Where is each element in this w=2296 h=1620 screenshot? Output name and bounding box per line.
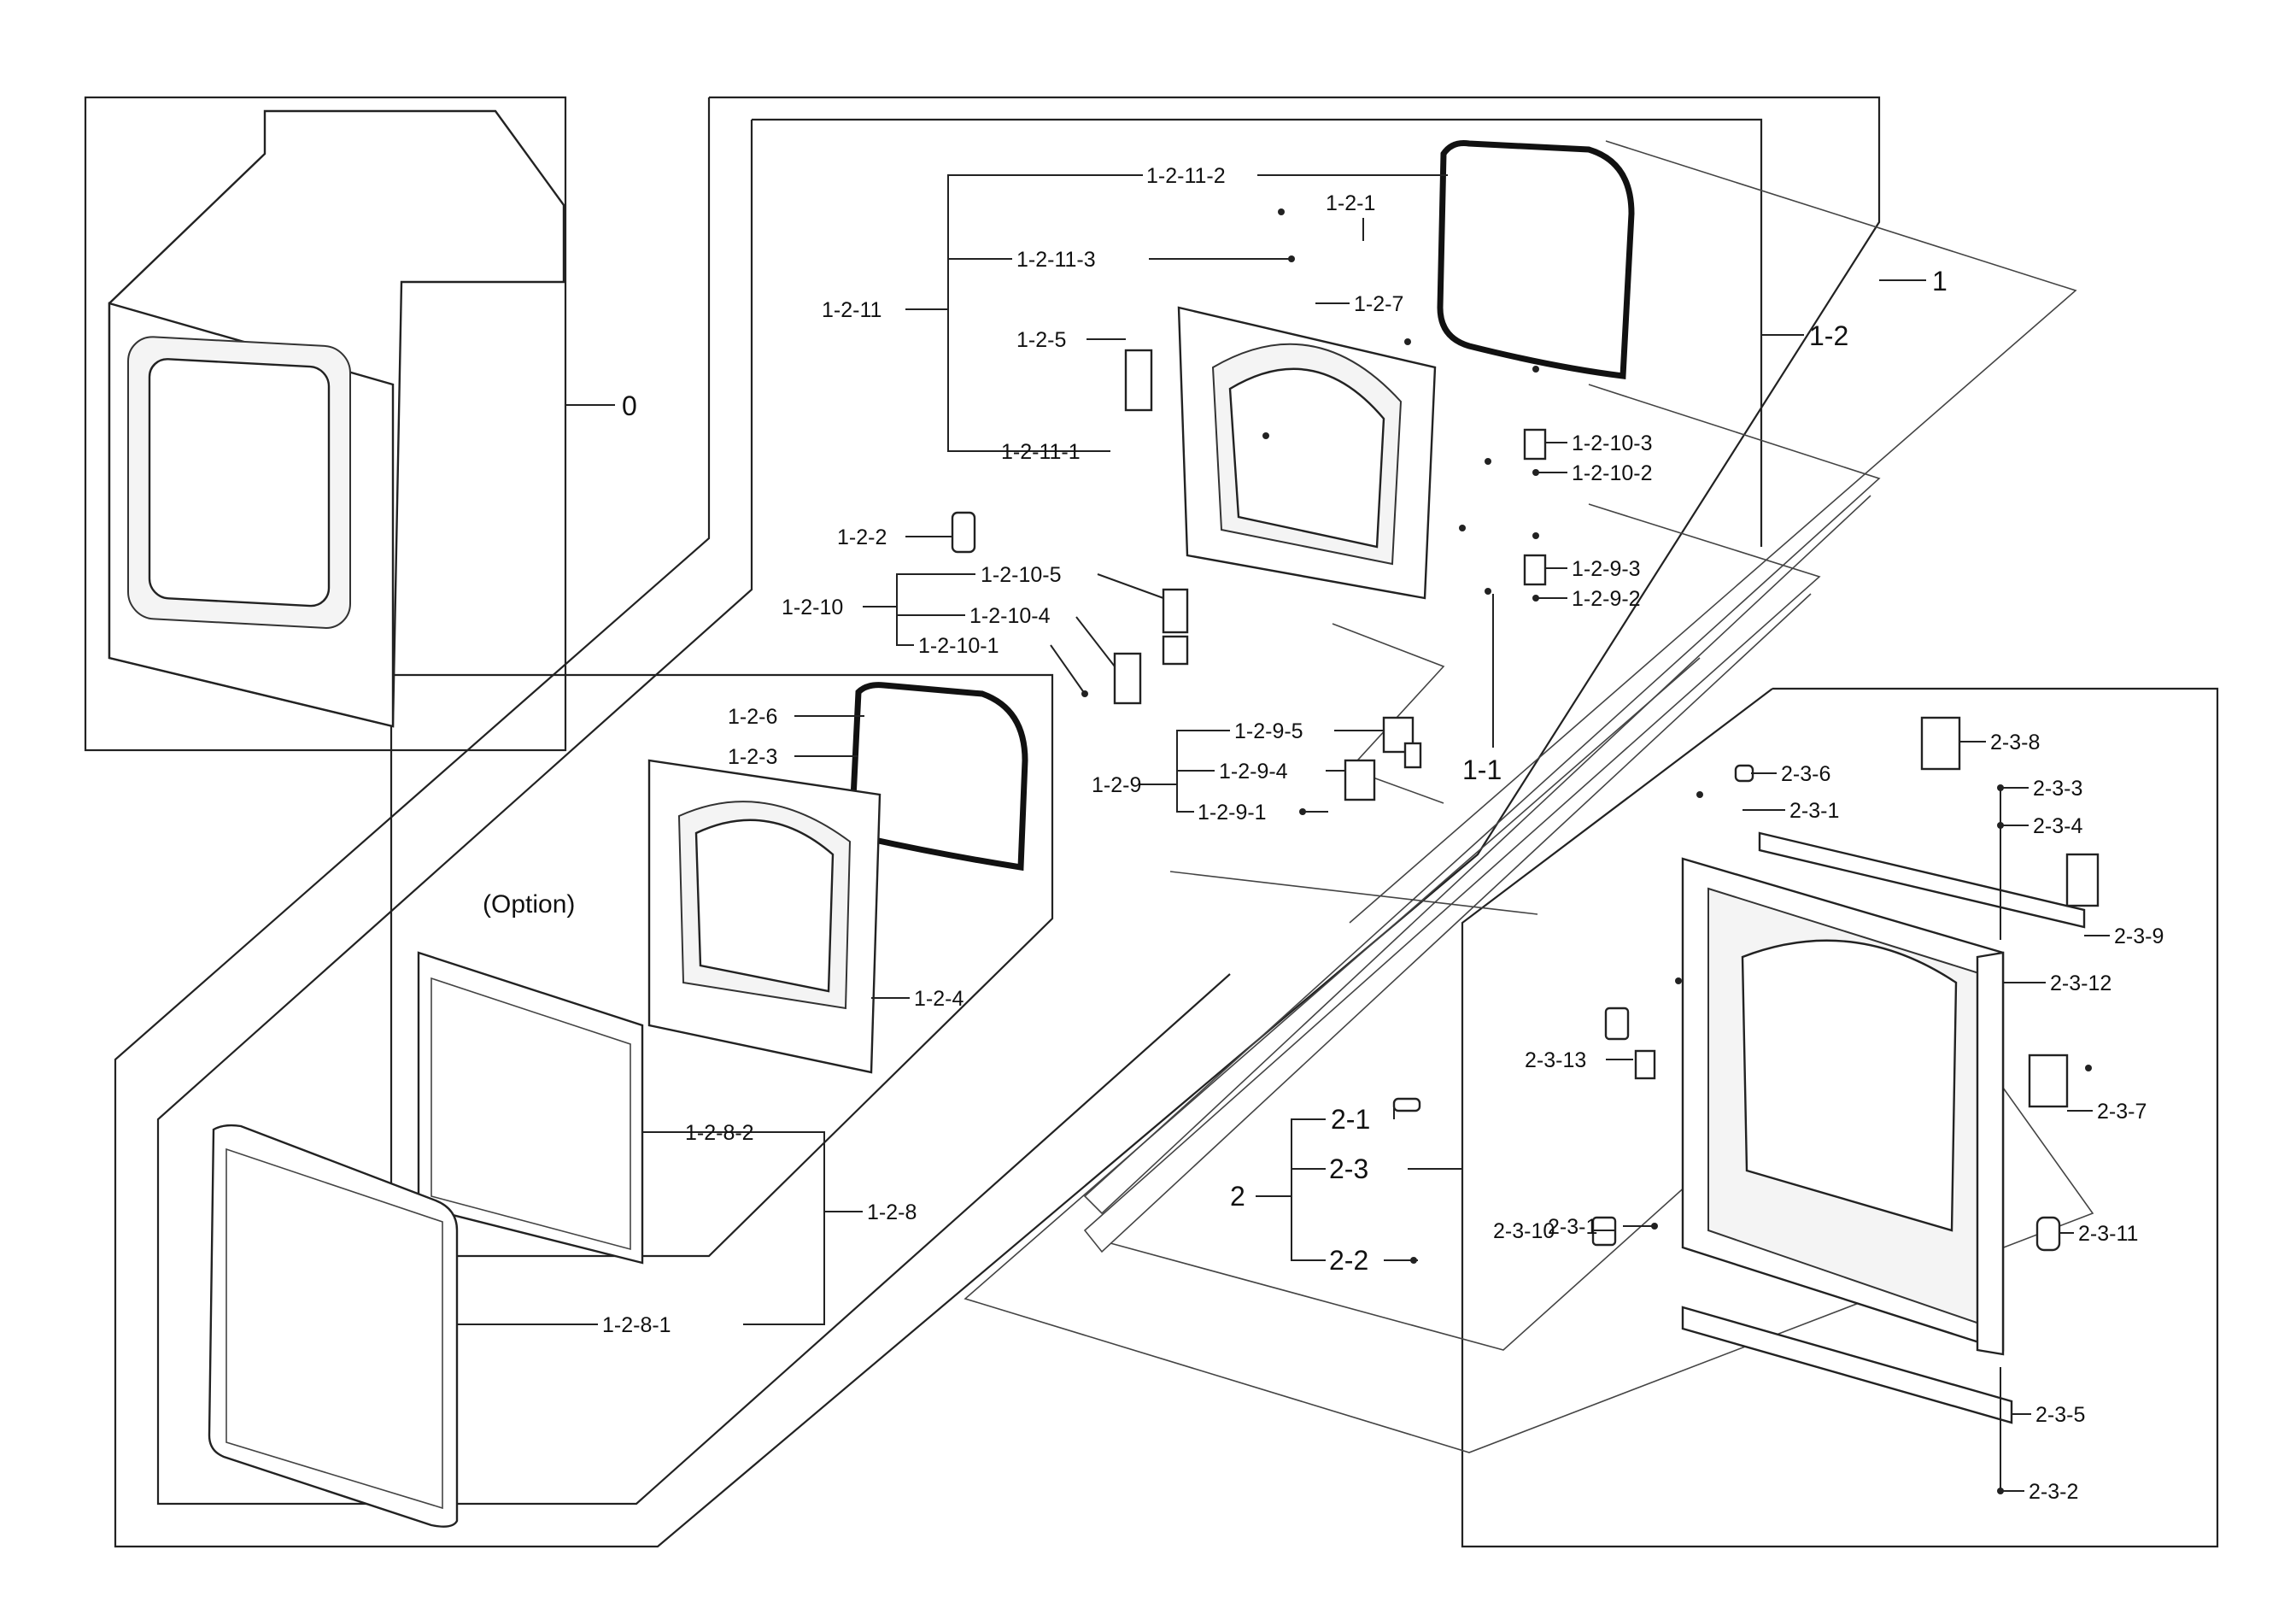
label-1-2-9-1: 1-2-9-1 xyxy=(1198,801,1267,825)
label-1-2-10-4: 1-2-10-4 xyxy=(969,604,1051,628)
label-2-3-5: 2-3-5 xyxy=(2035,1403,2085,1427)
label-1-2-5: 1-2-5 xyxy=(1016,328,1066,352)
label-2-2: 2-2 xyxy=(1329,1245,1368,1276)
door-glass-1-2-8-1 xyxy=(208,1124,459,1528)
label-1-2-8-2: 1-2-8-2 xyxy=(685,1121,754,1145)
frame-assembly-1-2 xyxy=(156,118,1763,1506)
label-1-2-11-1: 1-2-11-1 xyxy=(1001,440,1081,464)
label-2-3: 2-3 xyxy=(1329,1153,1368,1184)
plug-2-3-11 xyxy=(2035,1216,2061,1252)
label-1-1: 1-1 xyxy=(1462,754,1502,785)
label-1-2-11: 1-2-11 xyxy=(822,298,882,322)
explode-guide-lines xyxy=(964,140,2094,1453)
label-1-2-11-3: 1-2-11-3 xyxy=(1016,248,1096,272)
label-2: 2 xyxy=(1230,1181,1245,1212)
hinge-bracket-1-2-5 xyxy=(1124,349,1153,412)
screw-2-1 xyxy=(1392,1097,1421,1112)
label-1-2-8: 1-2-8 xyxy=(867,1200,917,1224)
label-1-2-9-2: 1-2-9-2 xyxy=(1572,587,1641,611)
label-2-3-13: 2-3-13 xyxy=(1525,1048,1586,1072)
dryer-cabinet-part xyxy=(108,109,565,728)
inner-door-frame-part xyxy=(1177,306,1437,600)
cap-2-3-6 xyxy=(1734,764,1754,783)
leader-lines xyxy=(457,174,2110,1492)
hinge-2-3-8 xyxy=(1920,716,1961,771)
pad-2-3-13 xyxy=(1604,1007,1656,1080)
door-gasket-1-2-11-2 xyxy=(1437,140,1635,379)
label-1-2-6: 1-2-6 xyxy=(728,705,777,729)
label-1-2-9-5: 1-2-9-5 xyxy=(1234,719,1303,743)
label-2-3-1b: 2-3-1 xyxy=(1548,1215,1597,1239)
label-1-2: 1-2 xyxy=(1809,320,1848,351)
label-1-2-9-3: 1-2-9-3 xyxy=(1572,557,1641,581)
label-2-3-4: 2-3-4 xyxy=(2033,814,2082,838)
label-1-2-9: 1-2-9 xyxy=(1092,773,1141,797)
hinge-set-1-2-9 xyxy=(1344,716,1422,801)
label-1: 1 xyxy=(1932,266,1948,296)
frame-main-assembly xyxy=(114,96,1881,1548)
label-1-2-11-2: 1-2-11-2 xyxy=(1146,164,1226,188)
label-1-2-1: 1-2-1 xyxy=(1326,191,1375,215)
top-rail-2-3-9 xyxy=(1758,831,2086,929)
label-2-3-3: 2-3-3 xyxy=(2033,777,2082,801)
label-2-3-11: 2-3-11 xyxy=(2078,1222,2138,1246)
label-1-2-10: 1-2-10 xyxy=(782,596,843,619)
label-2-3-7: 2-3-7 xyxy=(2097,1100,2147,1124)
label-0: 0 xyxy=(622,390,637,421)
label-1-2-4: 1-2-4 xyxy=(914,987,964,1011)
bottom-trim-2-3-5 xyxy=(1681,1306,2013,1424)
hinge-set-1-2-10 xyxy=(1113,588,1189,705)
label-2-3-2: 2-3-2 xyxy=(2029,1480,2078,1504)
frame-assembly-0 xyxy=(84,96,567,752)
label-2-3-8: 2-3-8 xyxy=(1990,731,2040,754)
label-2-3-9: 2-3-9 xyxy=(2114,924,2164,948)
label-1-2-10-1: 1-2-10-1 xyxy=(918,634,999,658)
label-1-2-10-3: 1-2-10-3 xyxy=(1572,431,1653,455)
fastener-dots xyxy=(1081,208,2092,1494)
hinge-pins-1-2-10-3 xyxy=(1523,428,1547,586)
side-strip-2-3-12 xyxy=(1976,951,2005,1356)
label-1-2-8-1: 1-2-8-1 xyxy=(602,1313,671,1337)
part-labels: 0 1 1-1 1-2 1-2-11-2 1-2-1 1-2-11-3 1-2-… xyxy=(483,164,2164,1504)
label-2-3-6: 2-3-6 xyxy=(1781,762,1830,786)
label-1-2-3: 1-2-3 xyxy=(728,745,777,769)
hinge-2-3-7 xyxy=(2028,1054,2069,1108)
label-2-3-12: 2-3-12 xyxy=(2050,971,2112,995)
hinge-1-2-2 xyxy=(951,511,976,554)
label-1-2-10-5: 1-2-10-5 xyxy=(981,563,1062,587)
label-1-2-10-2: 1-2-10-2 xyxy=(1572,461,1653,485)
option-inner-frame-1-2-4 xyxy=(647,759,882,1074)
label-1-2-9-4: 1-2-9-4 xyxy=(1219,760,1288,784)
label-1-2-7: 1-2-7 xyxy=(1354,292,1403,316)
label-2-1: 2-1 xyxy=(1331,1104,1370,1135)
label-2-3-10: 2-3-10 xyxy=(1493,1219,1555,1243)
label-2-3-1a: 2-3-1 xyxy=(1789,799,1839,823)
option-note: (Option) xyxy=(483,890,575,919)
frame-assembly-2 xyxy=(1461,687,2219,1548)
outer-door-panel-2-3 xyxy=(1681,857,2005,1352)
label-1-2-2: 1-2-2 xyxy=(837,525,887,549)
hinge-2-3-9 xyxy=(2065,853,2100,907)
option-panel-1-2-8-2 xyxy=(417,951,644,1265)
